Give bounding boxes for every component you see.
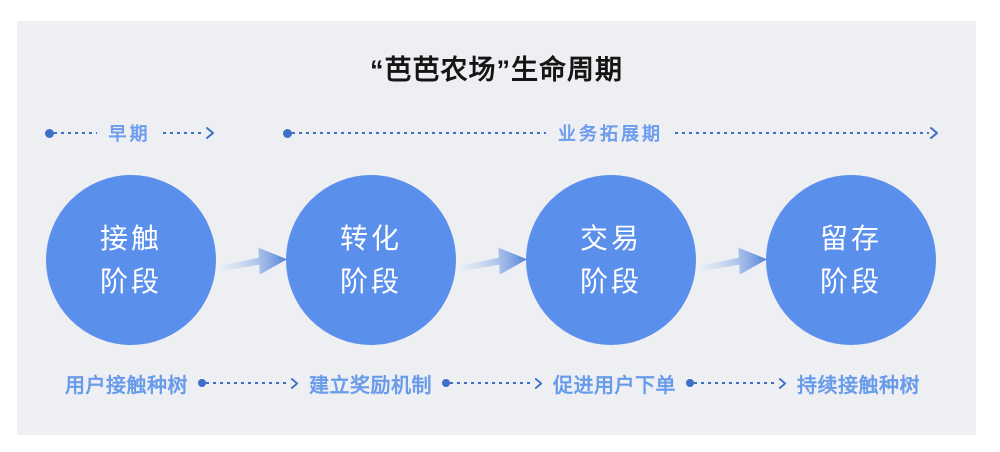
connector-dot-icon — [686, 379, 694, 387]
timeline-start-dot-icon — [45, 128, 54, 138]
stage-circle-conversion: 转化 阶段 — [286, 175, 456, 345]
connector-dash-line — [450, 382, 534, 384]
connector-dash-line — [206, 382, 290, 384]
stage-caption-row: 用户接触种树 建立奖励机制 促进用户下单 持续接触种树 — [65, 370, 920, 397]
stage-name-line: 留存 — [819, 223, 882, 254]
stage-name-line: 阶段 — [99, 266, 162, 297]
timeline-dash-line — [54, 132, 97, 134]
phase-label-expansion: 业务拓展期 — [558, 124, 663, 144]
arrow-right-icon — [930, 127, 938, 139]
gradient-arrow-right-icon — [219, 247, 287, 275]
diagram-title: “芭芭农场”生命周期 — [370, 55, 623, 85]
stage-name-line: 阶段 — [339, 266, 402, 297]
arrow-right-icon — [290, 377, 299, 389]
stage-name-line: 接触 — [99, 223, 162, 254]
timeline-dash-line — [675, 132, 929, 134]
timeline-dash-line — [292, 132, 546, 134]
stage-circle-contact: 接触 阶段 — [46, 175, 216, 345]
stage-name-line: 阶段 — [579, 266, 642, 297]
arrow-right-icon — [534, 377, 543, 389]
timeline-dash-line — [162, 132, 205, 134]
arrow-right-icon — [778, 377, 787, 389]
stage-caption-conversion: 建立奖励机制 — [309, 374, 432, 397]
connector-dot-icon — [442, 379, 450, 387]
caption-connector — [686, 377, 787, 390]
caption-connector — [198, 377, 299, 390]
caption-connector — [442, 377, 543, 390]
phase-timeline-expansion: 业务拓展期 — [283, 124, 939, 144]
stage-caption-contact: 用户接触种树 — [65, 374, 188, 397]
connector-dash-line — [694, 382, 778, 384]
stage-circle-transaction: 交易 阶段 — [526, 175, 696, 345]
stage-caption-retention: 持续接触种树 — [797, 374, 920, 397]
diagram-panel: “芭芭农场”生命周期 早期 业务拓展期 接触 阶段 转化 阶段 交易 阶段 留存… — [17, 21, 976, 435]
connector-dot-icon — [198, 379, 206, 387]
stage-name-line: 阶段 — [819, 266, 882, 297]
arrow-right-icon — [206, 127, 214, 139]
gradient-arrow-right-icon — [459, 247, 527, 275]
stage-caption-transaction: 促进用户下单 — [553, 374, 676, 397]
stage-circle-retention: 留存 阶段 — [766, 175, 936, 345]
stage-name-line: 转化 — [339, 223, 402, 254]
timeline-start-dot-icon — [283, 128, 292, 138]
phase-timeline-early: 早期 — [45, 124, 215, 144]
stage-name-line: 交易 — [579, 223, 642, 254]
gradient-arrow-right-icon — [699, 247, 767, 275]
phase-label-early: 早期 — [108, 124, 151, 144]
